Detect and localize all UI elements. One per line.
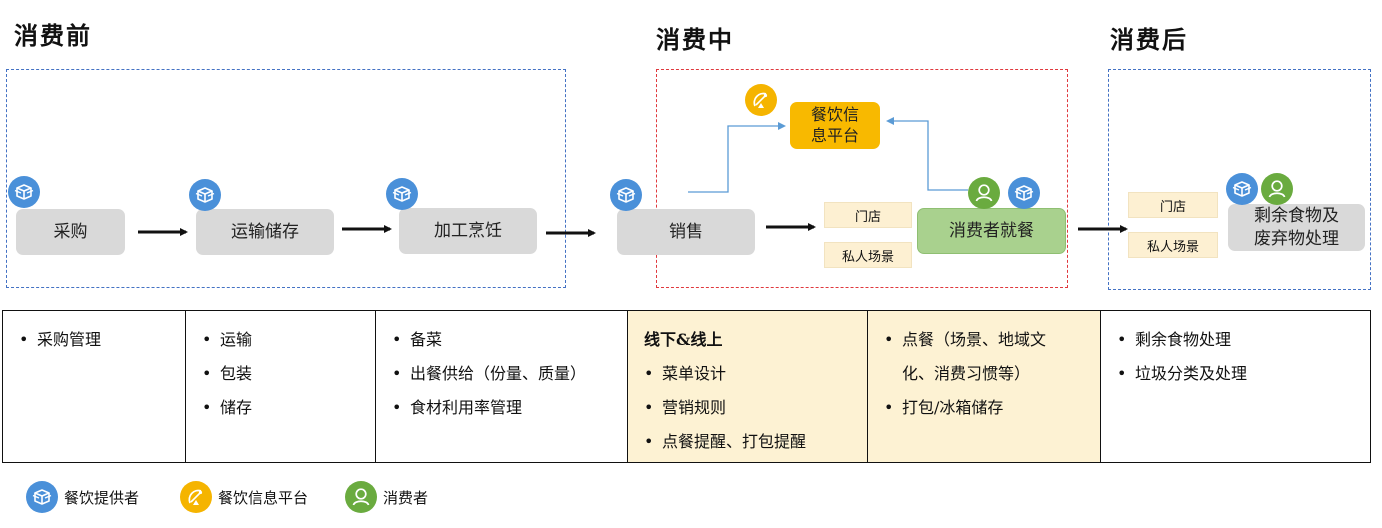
list-item: 采购管理 [17,323,175,357]
node-leftover-label-line2: 废弃物处理 [1254,228,1339,249]
legend-platform-label: 餐饮信息平台 [218,488,309,507]
list-item-line2: 化、消费习惯等） [902,364,1031,383]
node-purchase: 采购 [16,209,125,255]
list-item-line1: 点餐（场景、地域文 [902,330,1047,349]
legend-consumer-label: 消费者 [383,488,429,507]
node-platform-label-line1: 餐饮信 [810,104,859,124]
flow-arrows [138,117,1128,237]
node-processing-cooking: 加工烹饪 [399,208,537,254]
box-icon [610,179,642,211]
node-sales-label: 销售 [669,221,703,242]
list-item: 包装 [200,357,365,391]
node-platform-label-line2: 息平台 [810,125,859,145]
list-item: 点餐提醒、打包提醒 [642,425,857,459]
node-leftover-disposal: 剩余食物及 废弃物处理 [1228,204,1365,251]
list-item: 食材利用率管理 [390,391,617,425]
list-item: 打包/冰箱储存 [882,391,1090,425]
table-col-leftover: 剩余食物处理 垃圾分类及处理 [1101,311,1370,462]
person-icon [1261,173,1293,205]
tag-during-store: 门店 [824,202,912,228]
satellite-dish-icon [180,481,212,513]
box-icon [189,179,221,211]
legend-provider: 餐饮提供者 [26,481,139,513]
phase-title-during: 消费中 [656,25,734,54]
table-col-purchase: 采购管理 [3,311,186,462]
node-platform: 餐饮信 息平台 [790,102,880,149]
satellite-dish-icon [745,84,777,116]
box-icon [26,481,58,513]
node-processing-cooking-label: 加工烹饪 [434,220,502,241]
node-dining-label: 消费者就餐 [949,220,1034,241]
node-sales: 销售 [617,209,755,255]
box-icon [8,176,40,208]
list-item: 营销规则 [642,391,857,425]
list-item: 垃圾分类及处理 [1115,357,1360,391]
person-icon [968,177,1000,209]
box-icon [386,178,418,210]
frame-after [1108,69,1371,290]
node-purchase-label: 采购 [53,221,88,242]
list-item: 运输 [200,323,365,357]
node-transport-storage: 运输储存 [196,209,334,255]
node-leftover-label-line1: 剩余食物及 [1254,205,1339,226]
node-dining: 消费者就餐 [917,208,1066,254]
list-item: 备菜 [390,323,617,357]
frame-before [6,69,566,288]
phase-title-after: 消费后 [1110,25,1188,54]
tag-after-private: 私人场景 [1128,232,1218,258]
legend-platform: 餐饮信息平台 [180,481,308,513]
phase-title-before: 消费前 [14,21,92,50]
legend-consumer: 消费者 [345,481,428,513]
connector-dining-to-platform [886,117,968,191]
list-item: 出餐供给（份量、质量） [390,357,617,391]
list-item: 剩余食物处理 [1115,323,1360,357]
tag-after-store: 门店 [1128,192,1218,218]
detail-table: 采购管理 运输 包装 储存 备菜 出餐供给（份量、质量） 食材利用率管理 线下&… [2,310,1371,463]
box-icon [1226,173,1258,205]
box-icon [1008,177,1040,209]
list-item: 菜单设计 [642,357,857,391]
legend-provider-label: 餐饮提供者 [64,488,140,507]
tag-during-private: 私人场景 [824,242,912,268]
connector-sales-to-platform [688,122,786,193]
table-col-processing: 备菜 出餐供给（份量、质量） 食材利用率管理 [376,311,628,462]
list-item: 点餐（场景、地域文 化、消费习惯等） [882,323,1090,391]
person-icon [345,481,377,513]
list-item: 储存 [200,391,365,425]
table-col-transport: 运输 包装 储存 [186,311,376,462]
table-col-sales-heading: 线下&线上 [644,330,723,349]
table-col-dining: 点餐（场景、地域文 化、消费习惯等） 打包/冰箱储存 [868,311,1101,462]
frame-during [656,69,1068,288]
table-col-sales: 线下&线上 菜单设计 营销规则 点餐提醒、打包提醒 [628,311,868,462]
node-transport-storage-label: 运输储存 [231,221,299,242]
